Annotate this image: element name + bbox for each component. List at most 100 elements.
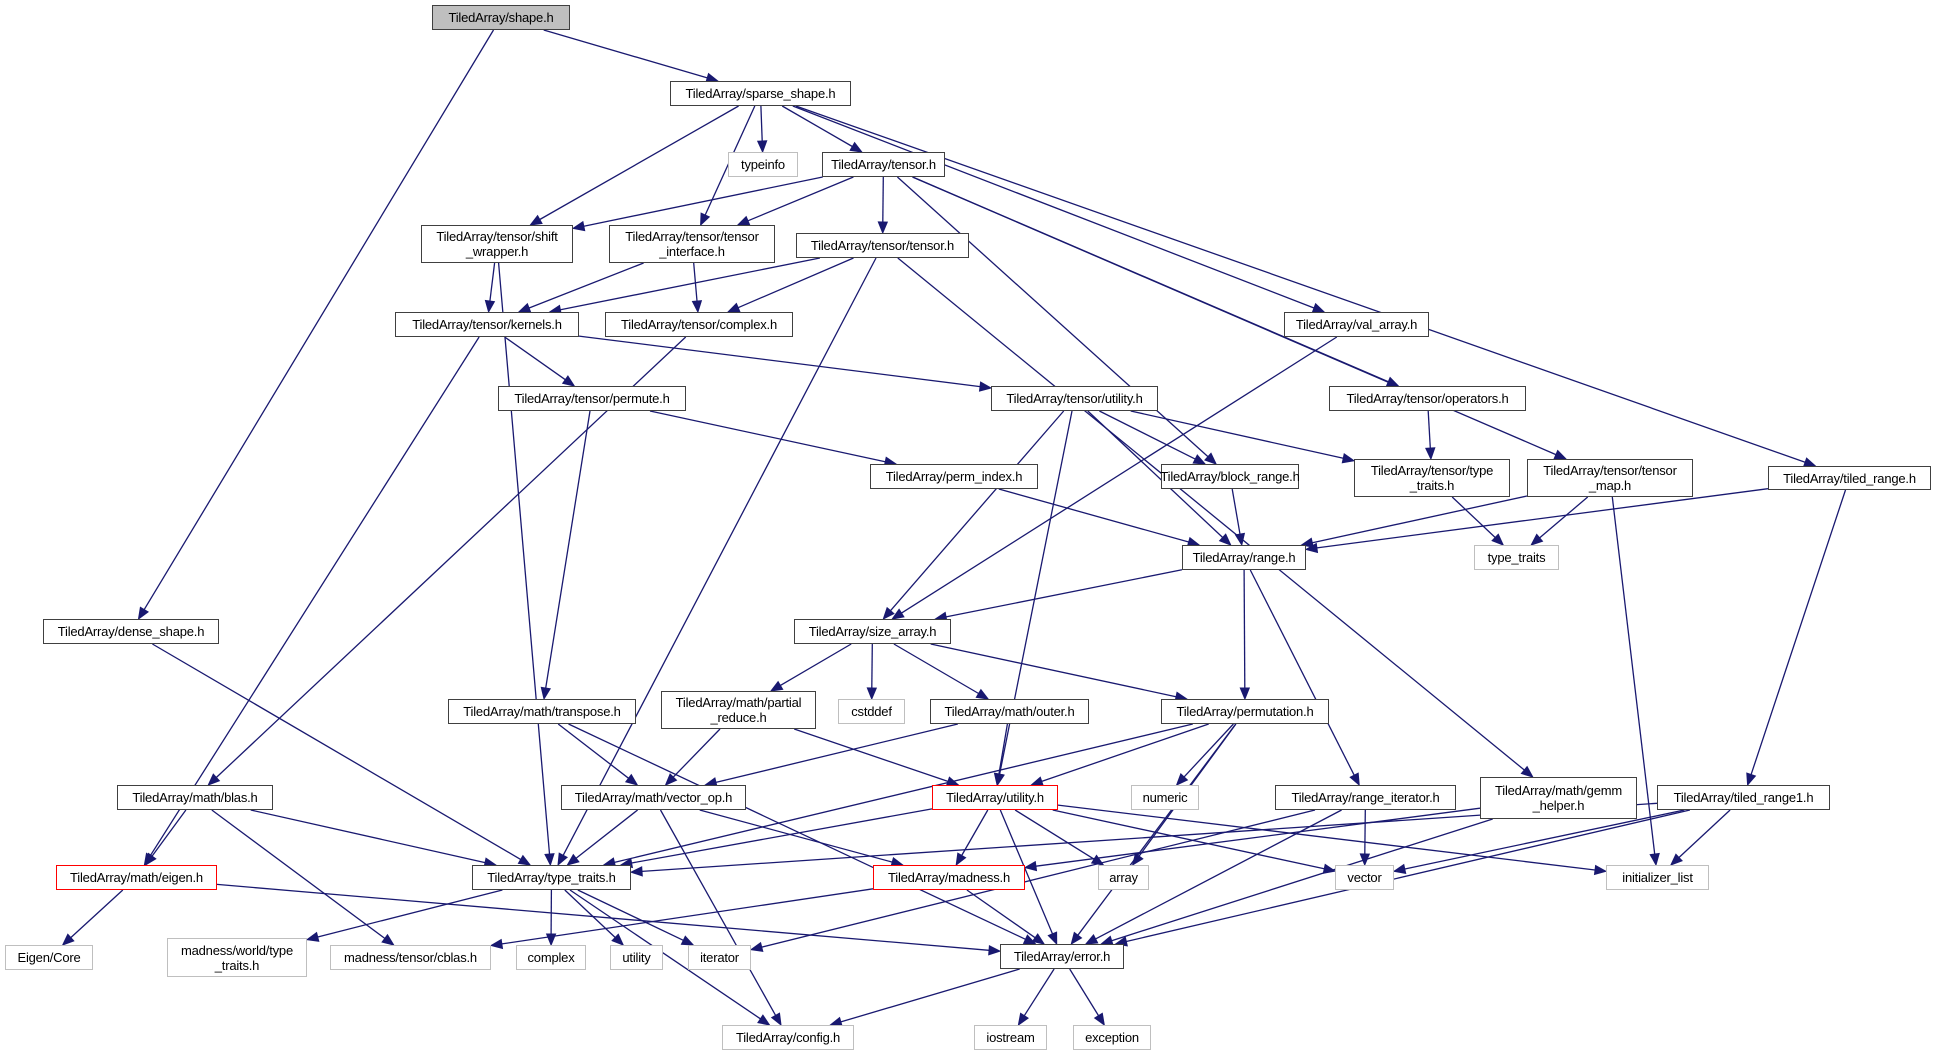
graph-node-gemm-helper[interactable]: TiledArray/math/gemm _helper.h (1480, 777, 1637, 819)
graph-node-outer[interactable]: TiledArray/math/outer.h (930, 699, 1089, 724)
arrowhead-icon (305, 931, 320, 942)
graph-node-typeinfo: typeinfo (728, 152, 798, 177)
edge-tensor-tensor-to-kernels (560, 257, 821, 311)
edge-tensor-interface-to-kernels (528, 262, 644, 309)
graph-node-type-traits[interactable]: TiledArray/type_traits.h (472, 865, 631, 890)
graph-node-sparse-shape[interactable]: TiledArray/sparse_shape.h (670, 81, 851, 106)
graph-node-iterator: iterator (688, 945, 751, 970)
edge-vector-op-to-config (659, 809, 777, 1016)
arrowhead-icon (571, 220, 586, 232)
arrowhead-icon (1017, 1012, 1029, 1027)
graph-node-transpose[interactable]: TiledArray/math/transpose.h (448, 699, 636, 724)
edge-tiled-range-to-range (1316, 488, 1769, 549)
arrowhead-icon (557, 852, 568, 867)
arrowhead-icon (1239, 687, 1251, 701)
graph-node-perm-index[interactable]: TiledArray/perm_index.h (870, 464, 1038, 489)
arrowhead-icon (611, 933, 625, 946)
arrowhead-icon (1553, 449, 1568, 460)
edge-outer-to-utility (998, 723, 1009, 775)
graph-node-std-complex: complex (516, 945, 586, 970)
graph-node-tensor[interactable]: TiledArray/tensor.h (822, 152, 945, 177)
arrowhead-icon (769, 680, 784, 692)
arrowhead-icon (1300, 537, 1314, 548)
edge-sparse-shape-to-tensor (781, 105, 853, 148)
arrowhead-icon (540, 686, 552, 701)
edge-error-to-config (840, 968, 1020, 1023)
graph-node-range-iterator[interactable]: TiledArray/range_iterator.h (1275, 785, 1456, 810)
arrowhead-icon (484, 299, 496, 314)
graph-node-val-array[interactable]: TiledArray/val_array.h (1284, 312, 1429, 337)
arrowhead-icon (664, 773, 678, 786)
graph-node-ttype-traits[interactable]: TiledArray/tensor/type _traits.h (1354, 459, 1510, 497)
edge-eigen-to-eigen-core (70, 889, 124, 939)
graph-node-permute[interactable]: TiledArray/tensor/permute.h (498, 386, 686, 411)
edge-outer-to-vector-op (715, 723, 958, 784)
graph-node-permutation[interactable]: TiledArray/permutation.h (1161, 699, 1329, 724)
edge-permutation-to-type-traits (614, 723, 1193, 864)
graph-node-eigen[interactable]: TiledArray/math/eigen.h (56, 865, 217, 890)
graph-node-operators[interactable]: TiledArray/tensor/operators.h (1329, 386, 1526, 411)
graph-node-iostream: iostream (974, 1025, 1047, 1050)
graph-node-tiled-range1[interactable]: TiledArray/tiled_range1.h (1657, 785, 1830, 810)
arrowhead-icon (1520, 765, 1534, 778)
graph-node-array: array (1098, 865, 1149, 890)
edge-utility-to-type-traits (631, 808, 933, 864)
edge-partial-reduce-to-vector-op (672, 728, 721, 778)
arrowhead-icon (770, 1012, 782, 1027)
arrowhead-icon (1649, 852, 1660, 867)
edge-sparse-shape-to-val-array (792, 105, 1315, 309)
edge-block-range-to-range (1231, 488, 1241, 535)
graph-node-tensor-map[interactable]: TiledArray/tensor/tensor _map.h (1527, 459, 1693, 497)
arrowhead-icon (1491, 533, 1505, 546)
arrowhead-icon (1304, 542, 1319, 554)
edge-tensor-to-tensor-map (912, 176, 1557, 456)
graph-node-block-range[interactable]: TiledArray/block_range.h (1160, 464, 1300, 489)
graph-node-blas[interactable]: TiledArray/math/blas.h (117, 785, 273, 810)
arrowhead-icon (726, 302, 741, 313)
arrowhead-icon (700, 212, 711, 227)
graph-node-tensor-interface[interactable]: TiledArray/tensor/tensor _interface.h (609, 225, 775, 263)
graph-node-shift-wrapper[interactable]: TiledArray/tensor/shift _wrapper.h (421, 225, 573, 263)
graph-node-dense-shape[interactable]: TiledArray/dense_shape.h (43, 619, 219, 644)
arrowhead-icon (849, 141, 863, 153)
arrowhead-icon (1047, 931, 1058, 946)
arrowhead-icon (680, 935, 695, 946)
edge-gemm-helper-to-madness (1035, 807, 1481, 867)
graph-node-shape[interactable]: TiledArray/shape.h (432, 5, 570, 30)
edge-sparse-shape-to-shift-wrapper (539, 105, 739, 221)
graph-node-kernels[interactable]: TiledArray/tensor/kernels.h (395, 312, 579, 337)
arrowhead-icon (866, 687, 878, 701)
edge-tensor-tensor-to-type-traits (562, 257, 877, 856)
edge-shape-to-dense-shape (143, 29, 495, 610)
graph-node-madness[interactable]: TiledArray/madness.h (873, 865, 1025, 890)
edge-size-array-to-cstddef (871, 643, 873, 689)
arrowhead-icon (137, 606, 150, 621)
graph-node-partial-reduce[interactable]: TiledArray/math/partial _reduce.h (661, 691, 816, 729)
arrowhead-icon (489, 938, 504, 950)
arrowhead-icon (691, 300, 703, 314)
graph-node-error[interactable]: TiledArray/error.h (1000, 944, 1124, 969)
graph-node-vector-op[interactable]: TiledArray/math/vector_op.h (561, 785, 746, 810)
graph-node-tiled-range[interactable]: TiledArray/tiled_range.h (1768, 466, 1931, 490)
arrowhead-icon (1234, 532, 1246, 547)
graph-node-tcomplex[interactable]: TiledArray/tensor/complex.h (605, 312, 793, 337)
graph-node-range[interactable]: TiledArray/range.h (1182, 545, 1306, 570)
graph-node-utility[interactable]: TiledArray/utility.h (932, 785, 1058, 810)
edge-transpose-to-error (568, 723, 1026, 940)
graph-node-tutility[interactable]: TiledArray/tensor/utility.h (991, 386, 1158, 411)
edge-shift-wrapper-to-kernels (489, 262, 496, 302)
arrowhead-icon (1425, 447, 1436, 461)
arrowhead-icon (1311, 302, 1326, 313)
edge-tutility-to-ttype-traits (1130, 410, 1344, 459)
arrowhead-icon (1204, 452, 1218, 465)
arrowhead-icon (1031, 933, 1046, 945)
edge-gemm-helper-to-error (1111, 818, 1493, 942)
graph-node-size-array[interactable]: TiledArray/size_array.h (794, 619, 951, 644)
arrowhead-icon (756, 140, 768, 154)
edge-tiled-range1-to-initializer-list (1678, 809, 1731, 858)
edge-blas-to-eigen (151, 809, 187, 857)
arrowhead-icon (544, 853, 555, 867)
arrowhead-icon (1175, 773, 1189, 786)
graph-node-tensor-tensor[interactable]: TiledArray/tensor/tensor.h (796, 233, 969, 258)
